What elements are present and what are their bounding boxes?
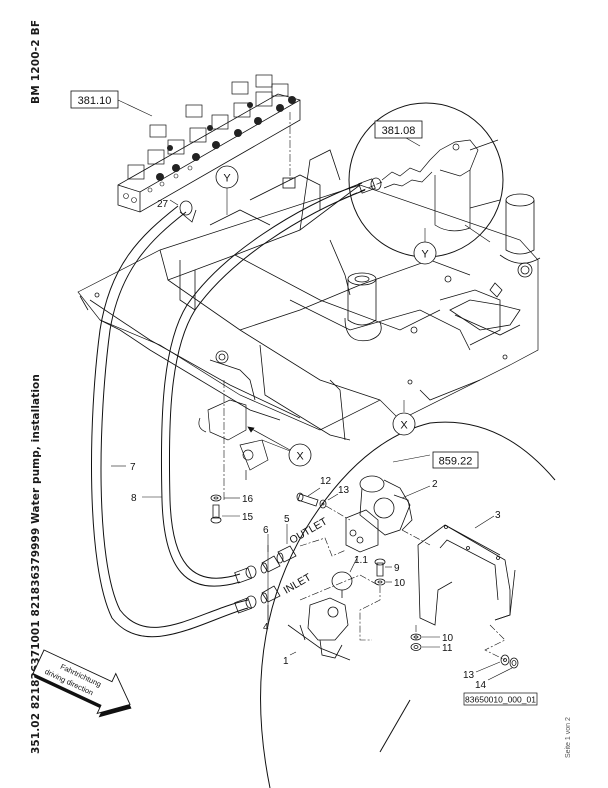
bolt-9	[374, 558, 386, 577]
marker-letter: X	[400, 420, 408, 432]
driving-direction-arrow: Fahrtrichtung driving direction	[32, 649, 132, 718]
valve-block-assembly	[117, 74, 301, 213]
outlet-label: OUTLET	[288, 515, 330, 546]
detail-marker-x-frame[interactable]: X	[288, 443, 312, 467]
callout-8: 8	[131, 493, 137, 504]
callout-12: 12	[320, 476, 332, 487]
callout-9: 9	[394, 563, 400, 574]
valve-unit-1	[287, 571, 353, 661]
assembly-lines	[299, 505, 506, 661]
fitting-6	[260, 555, 281, 574]
callout-6: 6	[263, 525, 269, 536]
bolt-12	[296, 492, 319, 507]
callout-11: 11	[442, 643, 453, 654]
machine-frame	[77, 149, 541, 441]
reference-label: 381.08	[382, 125, 416, 137]
bolt-15	[210, 504, 222, 524]
callout-7: 7	[130, 462, 136, 473]
marker-letter: X	[296, 451, 304, 463]
washer-16	[210, 494, 222, 502]
callout-1-1: 1.1	[354, 555, 368, 566]
callout-15: 15	[242, 512, 254, 523]
washer-10a	[374, 578, 386, 586]
reference-box-859-22[interactable]: 859.22	[432, 451, 479, 469]
callout-5: 5	[284, 514, 290, 525]
detail-marker-y-top[interactable]: Y	[215, 165, 239, 189]
detail-circle-x	[260, 421, 556, 788]
callout-16: 16	[242, 494, 254, 505]
callout-1: 1	[283, 656, 289, 667]
callout-13-upper: 13	[338, 485, 350, 496]
nut-11	[410, 643, 422, 651]
pump-in-frame	[198, 380, 291, 500]
hose-7	[91, 205, 249, 638]
bracket-3	[417, 524, 516, 626]
leader-lines	[111, 99, 513, 681]
callout-13-lower: 13	[463, 670, 475, 681]
callout-3: 3	[495, 510, 501, 521]
detail-marker-x-circle[interactable]: X	[392, 412, 416, 436]
hose-8	[160, 182, 366, 587]
water-pump-2	[345, 475, 413, 553]
inlet-label: INLET	[282, 571, 314, 597]
reference-label: 859.22	[439, 456, 473, 468]
drawing-number: 83650010_000_01	[465, 695, 536, 705]
marker-letter: Y	[421, 249, 429, 261]
fitting-5	[276, 545, 297, 564]
callout-14: 14	[475, 680, 487, 691]
callout-10-upper: 10	[394, 578, 406, 589]
detail-y-contents	[339, 139, 501, 243]
detail-marker-y-circle[interactable]: Y	[413, 241, 437, 265]
reference-label: 381.10	[78, 95, 112, 107]
reference-box-381-10[interactable]: 381.10	[70, 90, 119, 109]
nut-14	[509, 657, 519, 669]
washer-13a	[319, 499, 327, 509]
drawing-number-box: 83650010_000_01	[463, 692, 538, 706]
fitting-4	[260, 585, 281, 604]
callout-10-lower: 10	[442, 633, 454, 644]
reference-box-381-08[interactable]: 381.08	[374, 120, 423, 139]
hose-fittings	[179, 177, 382, 614]
marker-letter: Y	[223, 173, 231, 185]
callout-27: 27	[157, 199, 169, 210]
callout-4: 4	[263, 622, 269, 633]
callout-2: 2	[432, 479, 438, 490]
washer-13b	[500, 654, 510, 666]
